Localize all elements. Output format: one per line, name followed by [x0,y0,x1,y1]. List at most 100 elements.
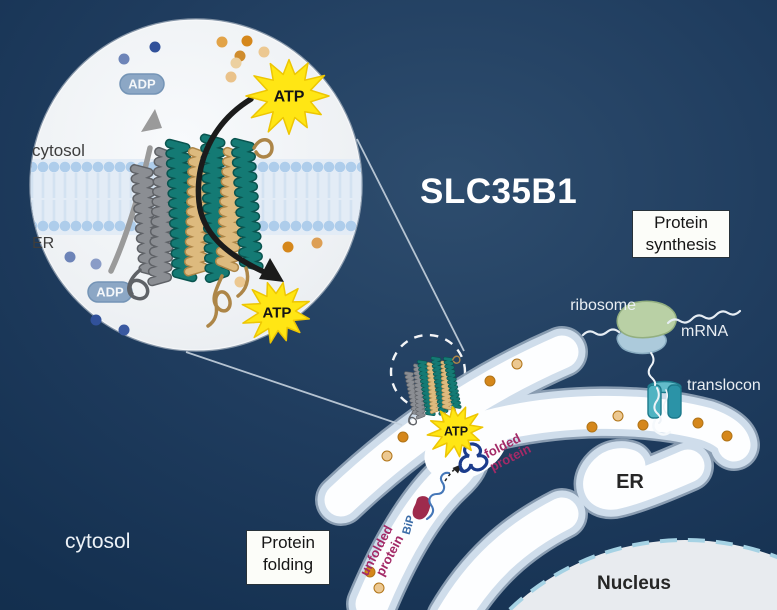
loop-gray [127,268,150,301]
loop-tan2 [236,266,250,298]
inset-cytosol-label: cytosol [32,141,85,160]
lipid-head [323,220,335,232]
loop-tan [206,274,232,328]
nascent-chain-in-channel [653,387,662,424]
lipid-head [114,220,126,232]
adp-pill-top: ADP [119,73,165,95]
mrna-label: mRNA [681,323,728,340]
metabolite-dot [282,241,294,253]
inset-magnifier: cytosol ER ADP ADP ATP ATP [29,18,363,352]
transmembrane-helix [183,147,213,277]
inset-metabolite-dots [64,35,323,336]
atp-burst-bottom-slot: ATP [241,281,311,344]
adp-export-arrow [108,145,153,274]
lipid-head [48,220,60,232]
translocon-label: translocon [687,377,761,394]
lipid-head [257,220,269,232]
lipid-head [334,161,346,173]
atp-burst-transporter-label: ATP [444,424,468,438]
lipid-head [70,220,82,232]
metabolite-dot [216,36,228,48]
er-label: ER [616,471,644,493]
loop-tan-top [252,138,274,159]
translation-machinery [581,300,742,436]
adp-export-arrowhead [141,109,162,132]
lipid-head [103,220,115,232]
adp-pill-bottom-label: ADP [96,285,124,300]
transmembrane-helix [215,146,247,273]
er-lumen-atp-dots [364,358,733,594]
lipid-head [92,161,104,173]
protein-folding-line1: Protein [261,533,315,552]
atp-burst-bottom-label: ATP [263,304,292,321]
mrna-strand [666,309,742,325]
lipid-head [59,220,71,232]
atp-import-arrowhead [259,258,284,282]
page-title: SLC35B1 [420,172,578,211]
atp-burst-transporter: ATP [426,405,484,458]
atp-burst-bottom: ATP [241,281,311,344]
translocon [647,384,662,419]
er-lumen-atp-dot [381,450,393,462]
unfolded-protein-squiggle [425,471,451,521]
lipid-head [81,161,93,173]
er-lumen-atp-dot [511,358,523,370]
inset-er-label: ER [32,235,54,252]
protein-folding-scene [412,442,489,521]
transmembrane-helix [164,138,198,283]
folding-arrow [444,467,457,482]
metabolite-dot [90,258,102,270]
er-lumen-atp-dot [586,421,598,433]
lipid-head [37,220,49,232]
lipid-head [59,161,71,173]
nascent-chain-strand2 [662,389,669,414]
metabolite-dot [118,324,130,336]
adp-pill-bottom: ADP [87,281,133,303]
svg-text:BiP: BiP [401,514,418,536]
metabolite-dot [149,41,161,53]
protein-folding-box: Protein folding [246,530,330,585]
er-lumen-atp-dot [612,410,624,422]
lipid-head [334,220,346,232]
transmembrane-helix [147,146,179,287]
lipid-head [279,161,291,173]
atp-burst-top-slot: ATP [245,58,330,136]
metabolite-dot [225,71,237,83]
metabolite-dot [118,53,130,65]
magnifier-connector-line-2 [185,351,403,426]
nascent-peptide-lumen [652,418,672,436]
metabolite-dot [230,57,242,69]
atp-burst-transporter-slot: ATP [426,405,484,458]
lipid-head [279,220,291,232]
protein-synthesis-box: Protein synthesis [632,210,730,258]
metabolite-dot [258,46,270,58]
er-lumen-atp-dot [364,566,376,578]
er-lumen-atp-dot [397,431,409,443]
magnifier-connector-line-1 [356,138,465,352]
atp-burst-top: ATP [245,58,330,136]
lipid-head [323,161,335,173]
dashed-highlight-circle [389,333,467,411]
lipid-head [30,161,38,173]
ribosome [616,300,677,339]
er-lumen-atp-dot [637,419,649,431]
bip-chaperone [412,496,431,520]
lipid-head [268,161,280,173]
folded-protein-knot [458,442,489,473]
lipid-head [37,161,49,173]
atp-burst-top-label: ATP [274,89,305,106]
lipid-head [312,220,324,232]
transmembrane-helix [129,164,163,277]
nascent-chain [647,352,657,386]
adp-pill-top-label: ADP [128,77,156,92]
lipid-head [103,161,115,173]
mrna-strand-left [581,328,621,337]
er-lumen-atp-dot [484,375,496,387]
lipid-head [301,161,313,173]
transmembrane-helix [230,137,264,272]
lipid-head [81,220,93,232]
slc35b1-transporter-big [127,133,274,328]
protein-folding-line2: folding [262,554,314,574]
nucleus-envelope [506,538,777,610]
